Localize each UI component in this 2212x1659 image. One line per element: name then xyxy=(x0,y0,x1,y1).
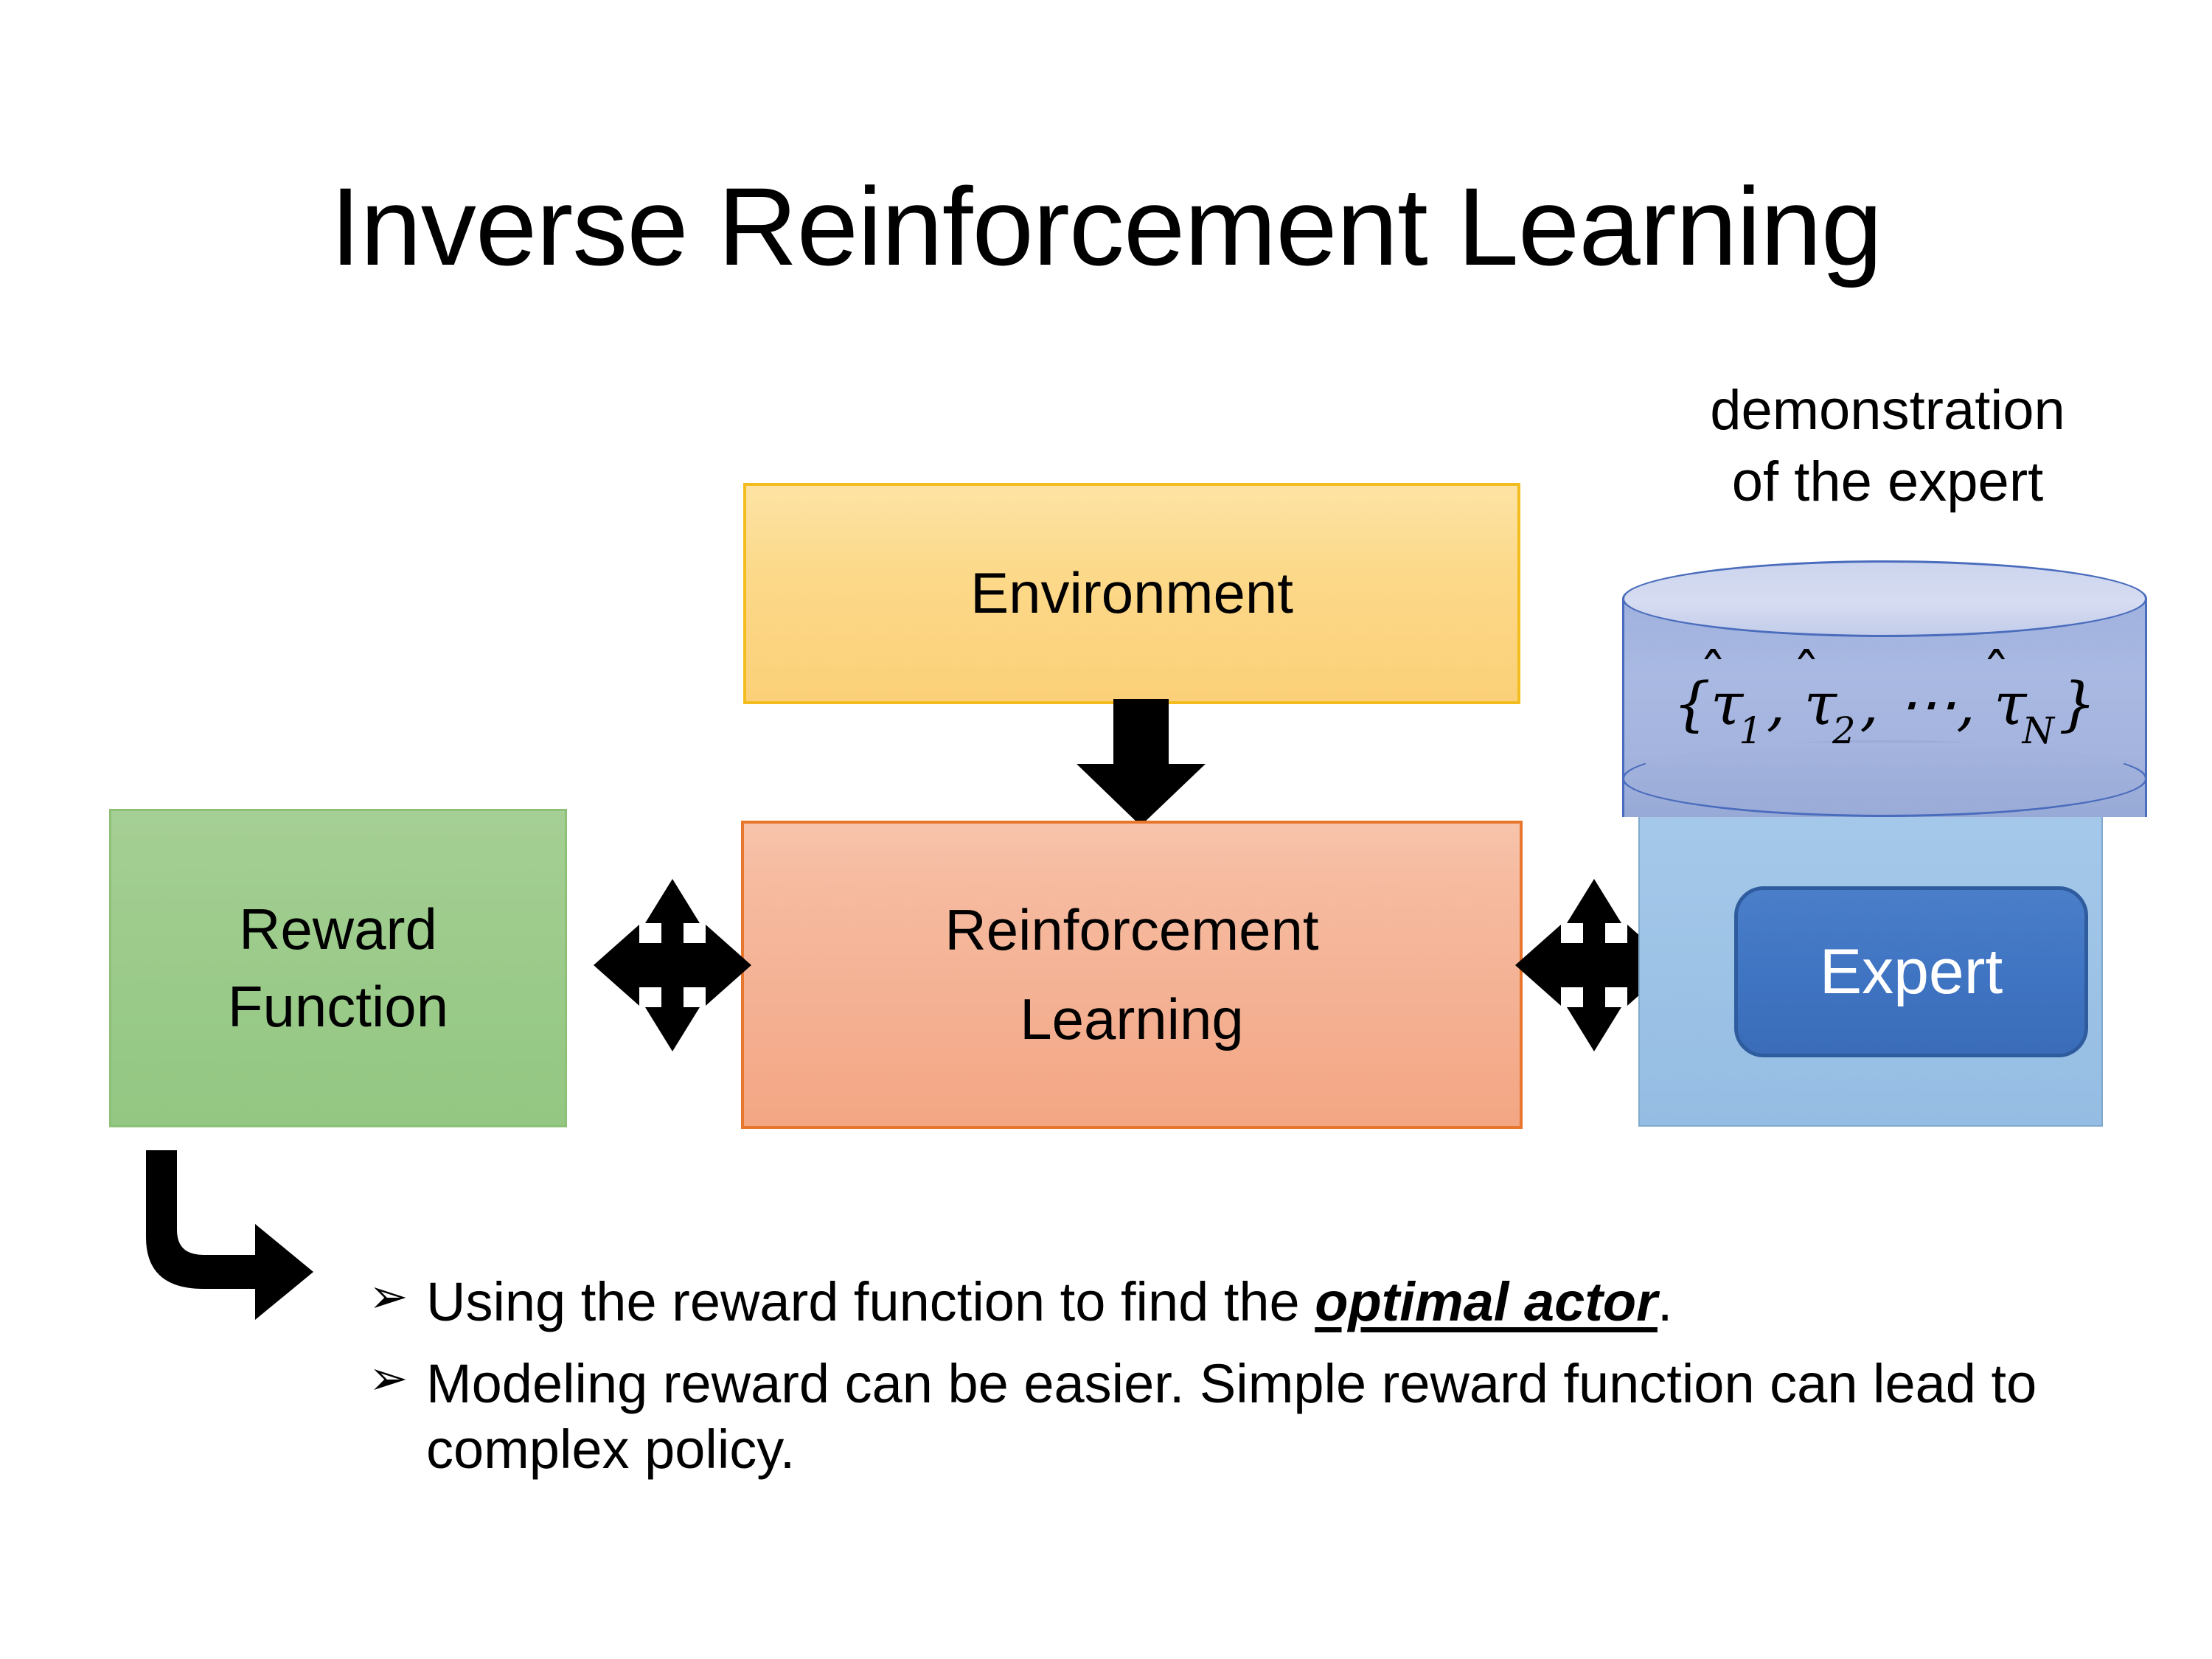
down-arrow-icon xyxy=(1047,699,1235,832)
formula-tau-1: ̂τ xyxy=(1711,669,1743,738)
page-title: Inverse Reinforcement Learning xyxy=(330,164,1883,288)
bullet-1-emphasis: optimal actor xyxy=(1315,1271,1658,1332)
expert-box[interactable]: Expert xyxy=(1734,886,2088,1057)
quad-arrow-icon xyxy=(588,873,757,1057)
formula-sub-1: 1 xyxy=(1739,709,1762,752)
formula-open-brace: { xyxy=(1673,669,1711,738)
formula-sep-2: , xyxy=(1860,669,1879,738)
bullet-arrow-icon: ➢ xyxy=(369,1351,408,1406)
formula-sep-1: , xyxy=(1766,669,1786,738)
environment-label: Environment xyxy=(970,560,1293,626)
formula-sub-n: N xyxy=(2022,709,2055,752)
list-item: ➢ Using the reward function to find the … xyxy=(369,1270,2065,1335)
formula-tau-2: ̂τ xyxy=(1804,669,1837,738)
demonstration-caption: demonstration of the expert xyxy=(1615,375,2160,518)
formula-tau-n: ̂τ xyxy=(1994,669,2026,738)
tau-symbol: τ xyxy=(1994,669,2027,738)
bullet-1-suffix: . xyxy=(1657,1271,1673,1332)
demonstration-caption-line2: of the expert xyxy=(1731,451,2044,514)
elbow-arrow-icon xyxy=(133,1150,376,1349)
tau-symbol: τ xyxy=(1804,669,1837,738)
formula-sep-3: , xyxy=(1956,669,1975,738)
environment-box[interactable]: Environment xyxy=(743,483,1520,704)
bullet-text-2: Modeling reward can be easier. Simple re… xyxy=(426,1352,2065,1483)
quad-arrow-icon xyxy=(1509,873,1679,1057)
tau-symbol: τ xyxy=(1711,669,1744,738)
bullet-arrow-icon: ➢ xyxy=(369,1270,408,1324)
trajectory-set-formula: {̂τ1, ̂τ2, ⋯, ̂τN} xyxy=(1622,669,2147,752)
bullet-1-prefix: Using the reward function to find the xyxy=(426,1271,1315,1332)
formula-sub-2: 2 xyxy=(1832,709,1856,752)
demonstration-caption-line1: demonstration xyxy=(1710,379,2065,442)
rl-label-line1: Reinforcement xyxy=(945,897,1319,963)
formula-ellipsis: ⋯ xyxy=(1897,669,1957,738)
reward-label-line2: Function xyxy=(227,974,449,1039)
cylinder-bottom-ellipse xyxy=(1622,740,2147,817)
list-item: ➢ Modeling reward can be easier. Simple … xyxy=(369,1352,2065,1483)
rl-label-line2: Learning xyxy=(1020,987,1244,1051)
bullet-2-prefix: Modeling reward can be easier. Simple re… xyxy=(426,1352,2037,1480)
expert-label: Expert xyxy=(1819,936,2003,1007)
reinforcement-learning-box[interactable]: Reinforcement Learning xyxy=(741,821,1523,1129)
bullet-text-1: Using the reward function to find the op… xyxy=(426,1270,1672,1335)
demonstration-cylinder[interactable]: {̂τ1, ̂τ2, ⋯, ̂τN} xyxy=(1622,560,2147,855)
cylinder-top-ellipse xyxy=(1622,560,2147,637)
bullet-list: ➢ Using the reward function to find the … xyxy=(369,1270,2065,1498)
formula-close-brace: } xyxy=(2058,669,2096,738)
reward-label-line1: Reward xyxy=(239,896,437,961)
reward-function-box[interactable]: Reward Function xyxy=(109,809,567,1127)
